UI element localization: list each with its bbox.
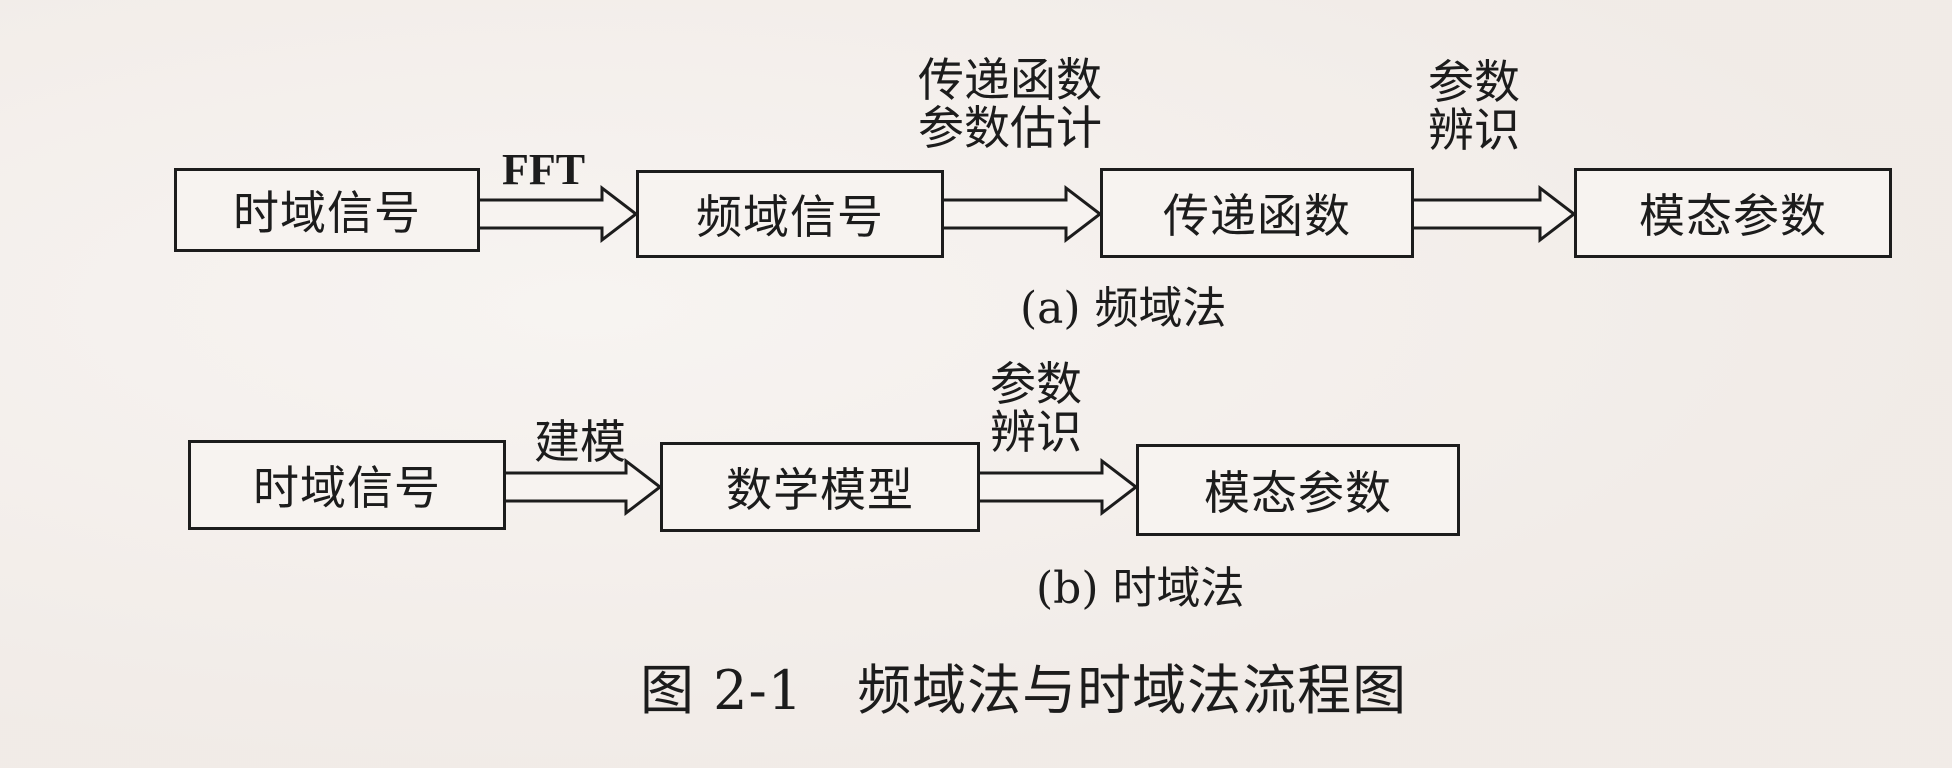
edge-label-identify-a: 参数 辨识 — [1428, 58, 1520, 154]
arrow-identify-a — [1410, 184, 1577, 244]
edge-label-identify-b-line1: 参数 — [990, 357, 1082, 411]
figure-title: 图 2-1 频域法与时域法流程图 — [640, 646, 1407, 725]
node-b-modal-params: 模态参数 — [1136, 444, 1460, 536]
arrow-modeling — [502, 457, 663, 517]
node-a-freq-signal: 频域信号 — [636, 170, 944, 258]
arrow-transfer-estimate — [940, 184, 1103, 244]
arrow-identify-b — [976, 457, 1139, 517]
edge-label-transfer-estimate: 传递函数 参数估计 — [918, 56, 1102, 152]
caption-a: (a) 频域法 — [1020, 283, 1227, 334]
node-b-time-signal: 时域信号 — [188, 440, 506, 530]
edge-label-transfer-estimate-line1: 传递函数 — [918, 53, 1102, 107]
node-b-math-model: 数学模型 — [660, 442, 980, 532]
edge-label-identify-a-line1: 参数 — [1428, 55, 1520, 109]
edge-label-modeling: 建模 — [534, 415, 626, 469]
node-a-transfer-function: 传递函数 — [1100, 168, 1414, 258]
figure-title-text: 频域法与时域法流程图 — [857, 659, 1408, 722]
edge-label-identify-a-line2: 辨识 — [1428, 103, 1520, 157]
caption-b: (b) 时域法 — [1036, 563, 1245, 614]
edge-label-transfer-estimate-line2: 参数估计 — [918, 101, 1102, 155]
edge-label-identify-b: 参数 辨识 — [990, 360, 1082, 456]
edge-label-fft: FFT — [502, 145, 586, 194]
node-a-modal-params: 模态参数 — [1574, 168, 1892, 258]
figure-number: 图 2-1 — [640, 659, 804, 722]
arrow-fft — [476, 184, 639, 244]
node-a-time-signal: 时域信号 — [174, 168, 480, 252]
edge-label-identify-b-line2: 辨识 — [990, 405, 1082, 459]
